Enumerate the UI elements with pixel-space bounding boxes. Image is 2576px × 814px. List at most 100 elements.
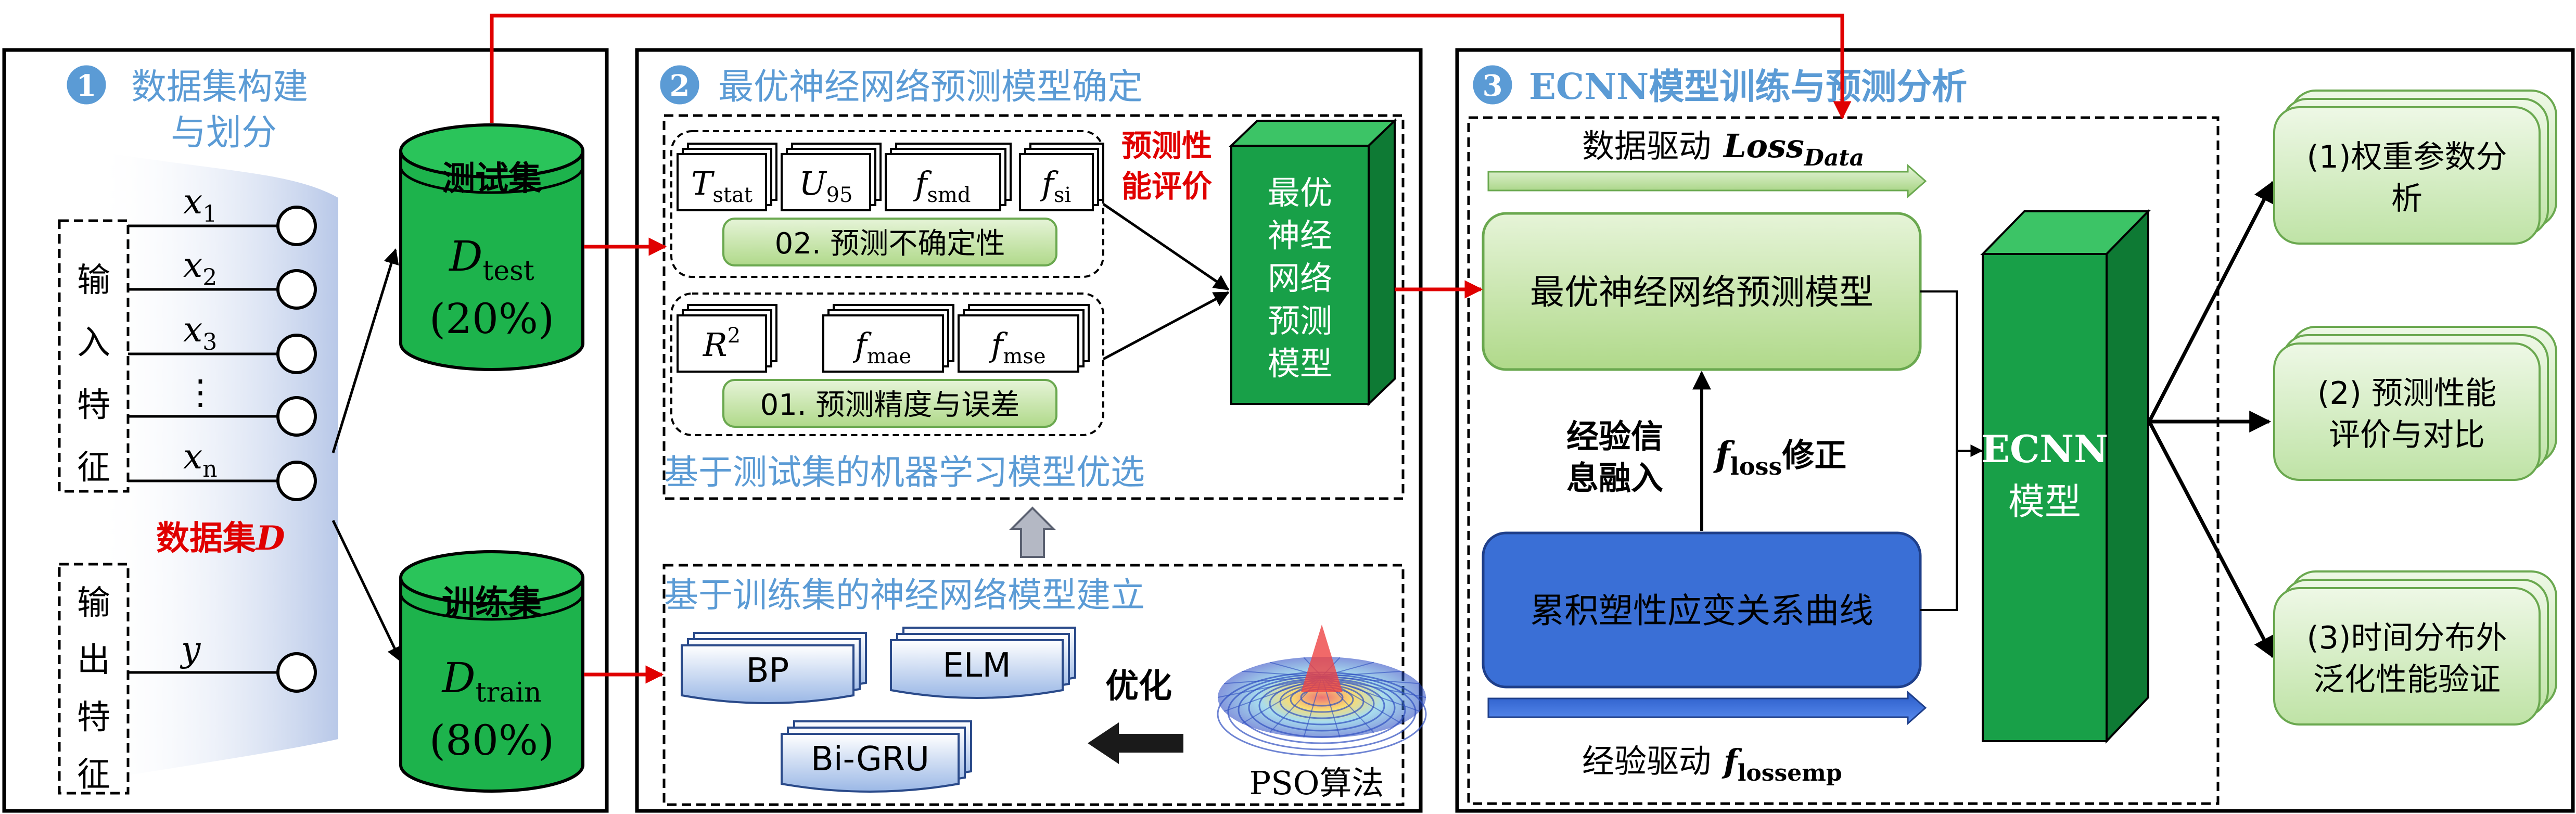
test-set-percent: (20%) <box>429 295 554 343</box>
accuracy-card: fmae <box>822 304 954 373</box>
pso-label: PSO算法 <box>1249 764 1384 802</box>
optimize-arrow <box>1088 722 1183 764</box>
input-node <box>276 334 317 374</box>
uncertainty-card: fsi <box>1019 143 1104 211</box>
panel1-badge-number: 1 <box>76 69 97 103</box>
selection-caption: 基于测试集的机器学习模型优选 <box>664 452 1145 492</box>
input-node <box>276 461 317 501</box>
accuracy-card: fmse <box>958 304 1090 373</box>
up-arrow <box>1009 506 1056 558</box>
arrow-output-1 <box>2147 180 2275 423</box>
uncertainty-card: fsmd <box>885 143 1012 211</box>
test-set-symbol: Dtest <box>448 232 534 287</box>
best-model-cube: 最优神经网络预测模型 <box>1229 118 1397 406</box>
arrow-to-test <box>331 248 399 453</box>
accuracy-label: 01. 预测精度与误差 <box>760 388 1020 422</box>
accuracy-label-box <box>722 379 1057 428</box>
uncertainty-card: U95 <box>781 143 882 211</box>
panel3-badge <box>1470 62 1515 107</box>
input-var-4: ⋮ <box>183 372 218 412</box>
panel2-badge <box>657 62 702 107</box>
train-set-symbol: Dtrain <box>441 654 541 708</box>
arrow-uncertainty-to-cube <box>1102 202 1230 291</box>
panel1-frame <box>2 48 609 813</box>
train-set-title: 训练集 <box>442 584 542 622</box>
input-node <box>276 396 317 437</box>
input-feature-label-char: 特 <box>77 386 110 425</box>
output-card-text: 析 <box>2391 181 2422 217</box>
input-node <box>276 269 317 310</box>
dataset-label: 数据集D <box>156 519 285 558</box>
best-model-text: 神经 <box>1268 217 1332 255</box>
model-card-elm: ELM <box>890 627 1076 699</box>
model-card-bi-gru: Bi-GRU <box>781 720 972 793</box>
pso-surface-image <box>1217 625 1427 757</box>
train-set-percent: (80%) <box>429 716 554 765</box>
panel3-frame <box>1455 48 2575 813</box>
accuracy-metric-1: R2 <box>703 324 741 364</box>
ecnn-cube: ECNN 模型 <box>1980 209 2151 744</box>
build-caption: 基于训练集的神经网络模型建立 <box>664 575 1145 615</box>
test-set-title: 测试集 <box>442 160 542 198</box>
uncertainty-card: Tstat <box>677 143 777 211</box>
best-model-bar-label: 最优神经网络预测模型 <box>1530 272 1873 312</box>
empirical-drive-arrow <box>1487 690 1927 726</box>
output-card-text: 泛化性能验证 <box>2313 662 2501 698</box>
input-feature-label-char: 征 <box>77 449 110 487</box>
eval-label-line2: 能评价 <box>1121 169 1212 204</box>
panel2-frame <box>635 48 1423 813</box>
ecnn-label-line1: ECNN <box>1981 427 2108 471</box>
fusion-label-line1: 经验信 <box>1566 417 1663 455</box>
arrow-output-3 <box>2147 421 2275 659</box>
panel1-badge <box>64 62 109 107</box>
training-region <box>1467 116 2220 805</box>
input-var-1: x1 <box>183 182 217 227</box>
input-fan <box>94 151 338 781</box>
input-var-3: x3 <box>183 310 217 355</box>
model-name: ELM <box>942 646 1011 685</box>
model-card-bp: BP <box>681 632 867 704</box>
output-feature-label-char: 特 <box>77 698 110 737</box>
test-set-cylinder: 测试集 Dtest (20%) <box>399 123 584 371</box>
output-card-text: (1)权重参数分 <box>2307 139 2507 175</box>
uncertainty-metric-2: U95 <box>799 164 852 207</box>
model-name: Bi-GRU <box>811 740 929 779</box>
input-var-5: xn <box>183 437 218 482</box>
panel2-title: 最优神经网络预测模型确定 <box>718 67 1143 108</box>
floss-label: floss修正 <box>1713 434 1846 480</box>
output-feature-label-char: 出 <box>77 641 110 680</box>
panel3-badge-number: 3 <box>1483 69 1503 103</box>
merge-bracket <box>1920 290 1958 611</box>
optimize-label: 优化 <box>1105 667 1172 706</box>
panel3-title: ECNN模型训练与预测分析 <box>1529 66 1967 108</box>
red-connector-test-to-ecnn <box>490 14 1852 123</box>
output-card-text: 评价与对比 <box>2329 417 2485 453</box>
output-feature-label-char: 征 <box>77 756 110 794</box>
selection-region <box>662 114 1405 500</box>
fusion-label-line2: 息融入 <box>1566 459 1663 497</box>
input-var-2: x2 <box>183 245 217 291</box>
output-feature-box <box>58 563 130 795</box>
uncertainty-label-box <box>722 218 1057 266</box>
arrow-to-train <box>331 519 402 663</box>
curve-bar-label: 累积塑性应变关系曲线 <box>1530 591 1873 631</box>
output-card-text: (2) 预测性能 <box>2317 375 2496 412</box>
train-set-cylinder: 训练集 Dtrain (80%) <box>399 550 584 793</box>
eval-label-line1: 预测性 <box>1121 128 1212 163</box>
uncertainty-group <box>670 130 1104 278</box>
panel1-title-line2: 与划分 <box>171 112 277 154</box>
output-card-text: (3)时间分布外 <box>2307 620 2507 656</box>
uncertainty-metric-1: Tstat <box>691 164 753 207</box>
arrow-accuracy-to-cube <box>1102 291 1230 361</box>
best-model-text: 预测 <box>1268 302 1332 340</box>
input-node <box>276 206 317 246</box>
accuracy-group <box>670 292 1104 436</box>
model-name: BP <box>746 652 789 690</box>
best-model-text: 网络 <box>1268 259 1332 297</box>
input-feature-label-char: 入 <box>77 324 110 362</box>
